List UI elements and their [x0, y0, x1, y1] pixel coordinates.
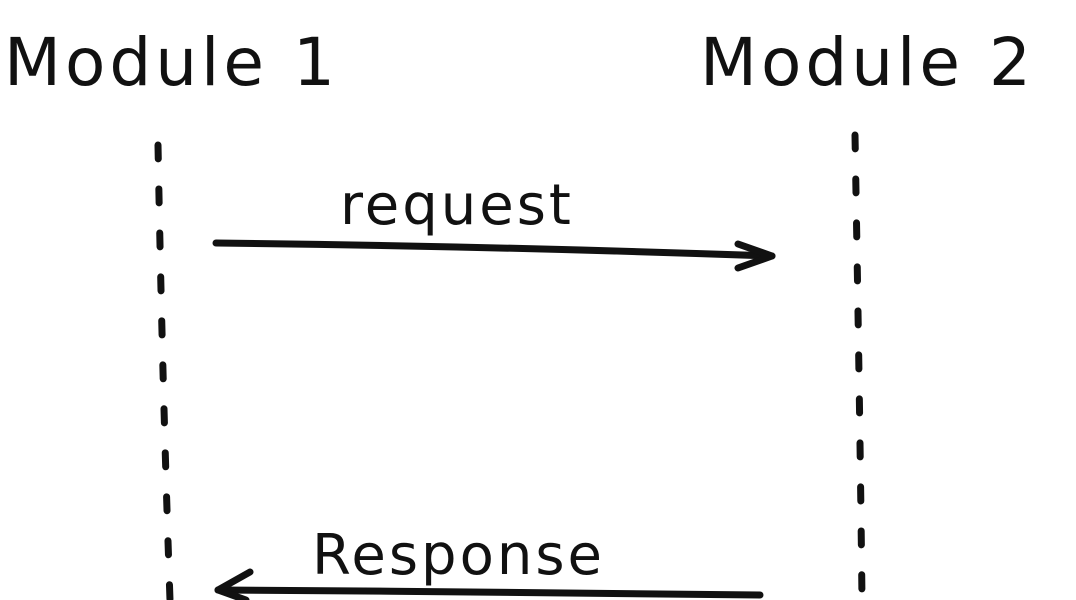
lifeline-module-2	[851, 131, 866, 600]
request-arrow-shaft	[212, 239, 776, 260]
message-response-label: Response	[312, 523, 605, 588]
response-arrow	[214, 568, 764, 600]
lifeline-module-1	[154, 141, 174, 600]
request-arrowhead	[734, 240, 776, 272]
message-request-label: request	[340, 173, 574, 238]
participant-module-2-label: Module 2	[700, 24, 1035, 101]
response-arrow-shaft	[214, 586, 764, 599]
participant-module-1-label: Module 1	[4, 24, 339, 101]
request-arrow	[212, 239, 776, 272]
response-arrowhead	[214, 568, 254, 600]
